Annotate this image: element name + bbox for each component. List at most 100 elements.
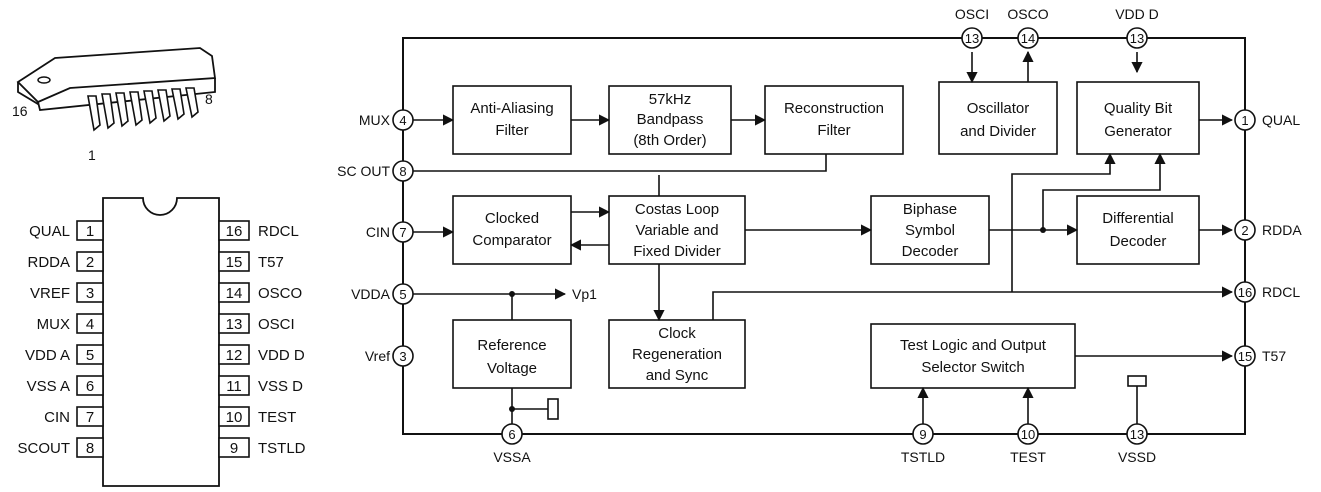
dip-pin-number: 9 <box>230 440 238 457</box>
svg-text:Decoder: Decoder <box>1110 233 1167 250</box>
dip-pin-name: VSS D <box>258 378 303 395</box>
dip-pin-number: 15 <box>226 254 243 271</box>
svg-text:13: 13 <box>965 31 979 46</box>
dip-pin-left: 1 QUAL <box>29 220 104 241</box>
dip-pin-number: 5 <box>86 347 94 364</box>
dip-pin-number: 11 <box>226 378 242 395</box>
svg-text:2: 2 <box>1241 223 1248 238</box>
svg-text:and Divider: and Divider <box>960 123 1036 140</box>
dip-pin-name: RDDA <box>27 254 70 271</box>
pin-vssd: 13 VSSD <box>1118 423 1156 465</box>
dip-pin-number: 7 <box>86 409 94 426</box>
pin-vddd: 13 VDD D <box>1115 6 1159 49</box>
svg-text:3: 3 <box>399 349 406 364</box>
svg-text:T57: T57 <box>1262 348 1286 364</box>
package-pin-16-label: 16 <box>12 103 28 119</box>
dip-pin-name: QUAL <box>29 223 70 240</box>
svg-text:8: 8 <box>399 164 406 179</box>
dip-pin-name: TSTLD <box>258 440 306 457</box>
pin-osci: 13 OSCI <box>955 6 989 49</box>
pin-mux: 4 MUX <box>359 109 414 131</box>
svg-text:Selector Switch: Selector Switch <box>921 359 1024 376</box>
dip-pin-name: VSS A <box>27 378 70 395</box>
svg-text:Quality Bit: Quality Bit <box>1104 100 1173 117</box>
svg-text:SC OUT: SC OUT <box>337 163 390 179</box>
pin-vref: 3 Vref <box>365 345 414 367</box>
svg-text:CIN: CIN <box>366 224 390 240</box>
dip-pin-left: 7 CIN <box>44 406 104 427</box>
dip-pin-name: MUX <box>37 316 70 333</box>
dip-pin-name: TEST <box>258 409 296 426</box>
dip-body <box>102 197 220 487</box>
dip-pin-name: CIN <box>44 409 70 426</box>
dip-pin-number: 10 <box>226 409 243 426</box>
pin-osco: 14 OSCO <box>1007 6 1049 49</box>
pin-tstld: 9 TSTLD <box>901 423 945 465</box>
svg-text:Clocked: Clocked <box>485 210 539 227</box>
clock-regeneration-block: Clock Regeneration and Sync <box>608 319 746 389</box>
svg-text:Reference: Reference <box>477 337 546 354</box>
bandpass-block: 57kHz Bandpass (8th Order) <box>608 85 732 155</box>
svg-text:5: 5 <box>399 287 406 302</box>
pin-vdda: 5 VDDA <box>351 283 414 305</box>
dip-pin-number: 14 <box>226 285 243 302</box>
svg-text:RDDA: RDDA <box>1262 222 1302 238</box>
svg-text:Differential: Differential <box>1102 210 1173 227</box>
dip-pin-number: 3 <box>86 285 94 302</box>
svg-text:VSSD: VSSD <box>1118 449 1156 465</box>
differential-decoder-block: Differential Decoder <box>1076 195 1200 265</box>
svg-text:1: 1 <box>1241 113 1248 128</box>
package-drawing: 16 8 1 <box>12 47 217 163</box>
vp1-label: Vp1 <box>572 286 597 302</box>
svg-text:9: 9 <box>919 427 926 442</box>
dip-pin-name: VDD D <box>258 347 305 364</box>
dip-pin-left: 2 RDDA <box>27 251 104 272</box>
dip-pin-number: 12 <box>226 347 243 364</box>
svg-text:Comparator: Comparator <box>472 232 551 249</box>
biphase-decoder-block: Biphase Symbol Decoder <box>870 195 990 265</box>
dip-pin-name: OSCI <box>258 316 295 333</box>
dip-pin-right: 11 VSS D <box>218 375 303 396</box>
dip-pin-name: VDD A <box>25 347 70 364</box>
svg-text:4: 4 <box>399 113 406 128</box>
svg-text:RDCL: RDCL <box>1262 284 1300 300</box>
oscillator-divider-block: Oscillator and Divider <box>938 81 1058 155</box>
dip-pin-name: OSCO <box>258 285 302 302</box>
dip-pin-number: 13 <box>226 316 243 333</box>
dip-pin-number: 2 <box>86 254 94 271</box>
svg-text:VDDA: VDDA <box>351 286 391 302</box>
quality-bit-generator-block: Quality Bit Generator <box>1076 81 1200 155</box>
dip-pin-name: SCOUT <box>18 440 71 457</box>
pin-test: 10 TEST <box>1010 423 1046 465</box>
svg-text:Symbol: Symbol <box>905 222 955 239</box>
svg-text:Vref: Vref <box>365 348 390 364</box>
svg-text:TEST: TEST <box>1010 449 1046 465</box>
pin-cin: 7 CIN <box>366 221 414 243</box>
svg-text:MUX: MUX <box>359 112 391 128</box>
svg-text:13: 13 <box>1130 427 1144 442</box>
svg-text:Regeneration: Regeneration <box>632 346 722 363</box>
svg-text:Voltage: Voltage <box>487 360 537 377</box>
svg-text:Oscillator: Oscillator <box>967 100 1030 117</box>
svg-text:and Sync: and Sync <box>646 367 709 384</box>
pin-rdda: 2 RDDA <box>1234 219 1302 241</box>
svg-text:10: 10 <box>1021 427 1035 442</box>
anti-aliasing-filter-block: Anti-Aliasing Filter <box>452 85 572 155</box>
svg-text:Filter: Filter <box>817 122 850 139</box>
dip-pin-name: VREF <box>30 285 70 302</box>
svg-text:Anti-Aliasing: Anti-Aliasing <box>470 100 553 117</box>
svg-text:OSCO: OSCO <box>1007 6 1048 22</box>
costas-loop-block: Costas Loop Variable and Fixed Divider <box>608 195 746 265</box>
svg-text:(8th Order): (8th Order) <box>633 132 706 149</box>
svg-text:15: 15 <box>1238 349 1252 364</box>
dip-pin-number: 8 <box>86 440 94 457</box>
dip-pin-number: 1 <box>86 223 94 240</box>
svg-text:Clock: Clock <box>658 325 696 342</box>
svg-text:VSSA: VSSA <box>493 449 531 465</box>
svg-text:QUAL: QUAL <box>1262 112 1300 128</box>
dip-pin-right: 13 OSCI <box>218 313 295 334</box>
dip-pin-left: 8 SCOUT <box>18 437 104 458</box>
